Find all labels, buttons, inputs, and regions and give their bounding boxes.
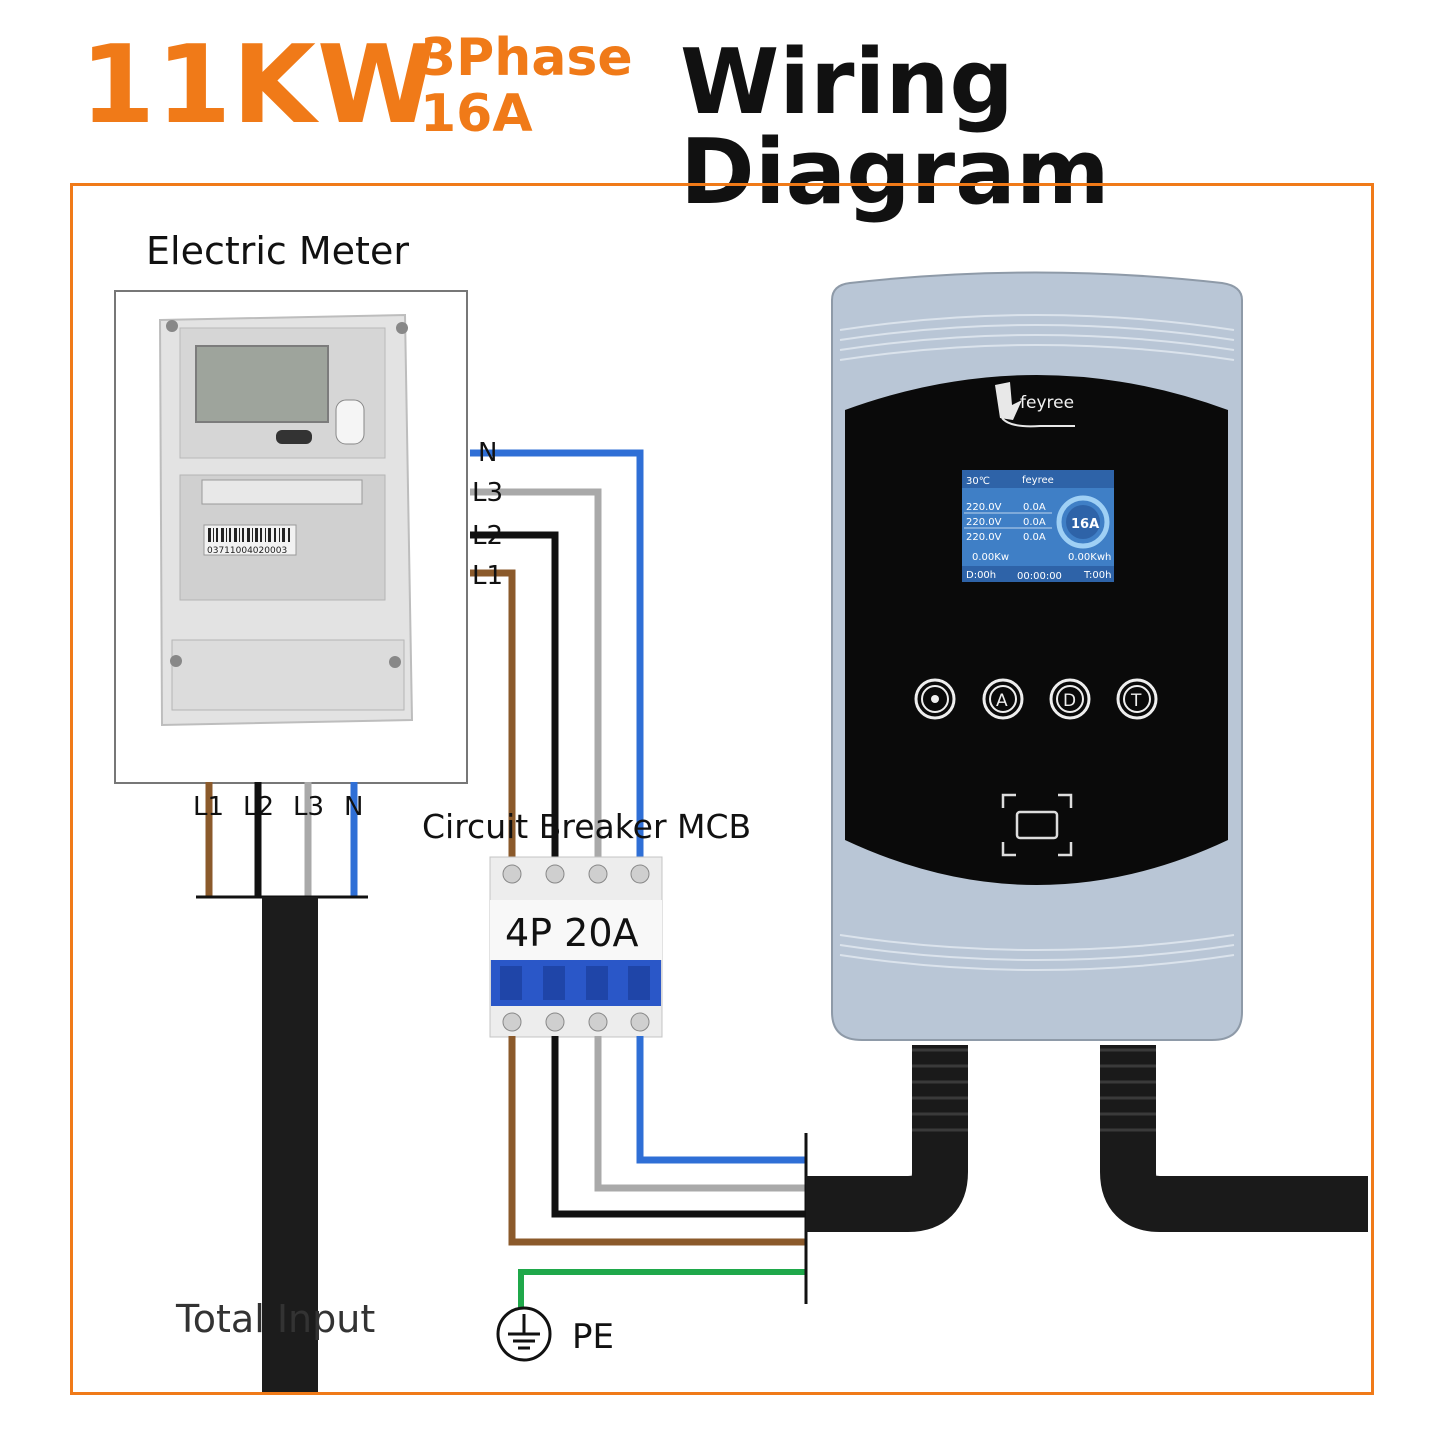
rfid-card-icon	[1001, 793, 1073, 857]
display-t: T:00h	[1083, 570, 1111, 581]
breaker-label: Circuit Breaker MCB	[422, 807, 752, 846]
charger-cables	[806, 1045, 1368, 1232]
terminal-label-n: N	[344, 792, 364, 822]
button-t[interactable]: T	[1116, 678, 1158, 720]
charger-brand: feyree	[1020, 393, 1074, 413]
feyree-logo: feyree	[995, 382, 1075, 428]
display-power: 0.00Kw	[972, 552, 1009, 563]
display-current-1: 0.0A	[1023, 502, 1046, 513]
wire-label-l1-top: L1	[472, 561, 504, 591]
display-voltage-3: 220.0V	[966, 532, 1002, 543]
ground-symbol-icon	[496, 1306, 552, 1362]
display-energy: 0.00Kwh	[1068, 552, 1111, 563]
button-a[interactable]: A	[982, 678, 1024, 720]
charger-buttons: A D T	[914, 678, 1158, 720]
power-button[interactable]	[914, 678, 956, 720]
power-rating: 11KW	[80, 23, 438, 148]
breaker-output-wires	[508, 1036, 808, 1320]
current-label: 16A	[420, 84, 533, 145]
wire-label-n-top: N	[478, 438, 498, 468]
diagram-frame	[70, 183, 1374, 1395]
breaker-input-wires	[470, 449, 644, 862]
display-d: D:00h	[966, 570, 996, 581]
button-a-label: A	[996, 691, 1008, 711]
display-voltage-2: 220.0V	[966, 517, 1002, 528]
electric-meter: 03711004020003	[158, 313, 414, 727]
terminal-label-l2: L2	[243, 792, 275, 822]
display-current-3: 0.0A	[1023, 532, 1046, 543]
button-t-label: T	[1130, 691, 1142, 711]
meter-barcode	[208, 528, 290, 542]
display-current-2: 0.0A	[1023, 517, 1046, 528]
phase-current: 3Phase 16A	[420, 30, 633, 142]
button-d-label: D	[1063, 691, 1076, 711]
wire-label-l3-top: L3	[472, 478, 504, 508]
input-cable	[262, 897, 318, 1392]
meter-label: Electric Meter	[146, 229, 409, 273]
breaker-rating: 4P 20A	[505, 911, 639, 955]
terminal-label-l3: L3	[293, 792, 325, 822]
button-d[interactable]: D	[1049, 678, 1091, 720]
page-title: Wiring Diagram	[680, 30, 1110, 225]
charger-display: 30℃ feyree 220.0V 0.0A 220.0V 0.0A 220.0…	[962, 470, 1114, 582]
pe-label: PE	[572, 1317, 614, 1357]
display-temp: 30℃	[966, 476, 990, 487]
ev-charger: feyree 30℃ feyree 220.0V 0.0A 220.0V 0.0…	[831, 271, 1243, 1041]
display-time: 00:00:00	[1017, 571, 1062, 582]
display-set-current: 16A	[1071, 517, 1099, 532]
display-brand: feyree	[1022, 475, 1054, 486]
circuit-breaker	[489, 856, 663, 1038]
meter-serial: 03711004020003	[207, 546, 287, 556]
total-input-label: Total Input	[176, 1297, 376, 1341]
meter-output-wires	[196, 782, 368, 899]
display-voltage-1: 220.0V	[966, 502, 1002, 513]
phase-label: 3Phase	[420, 28, 633, 88]
wire-label-l2-top: L2	[472, 521, 504, 551]
terminal-label-l1: L1	[193, 792, 225, 822]
